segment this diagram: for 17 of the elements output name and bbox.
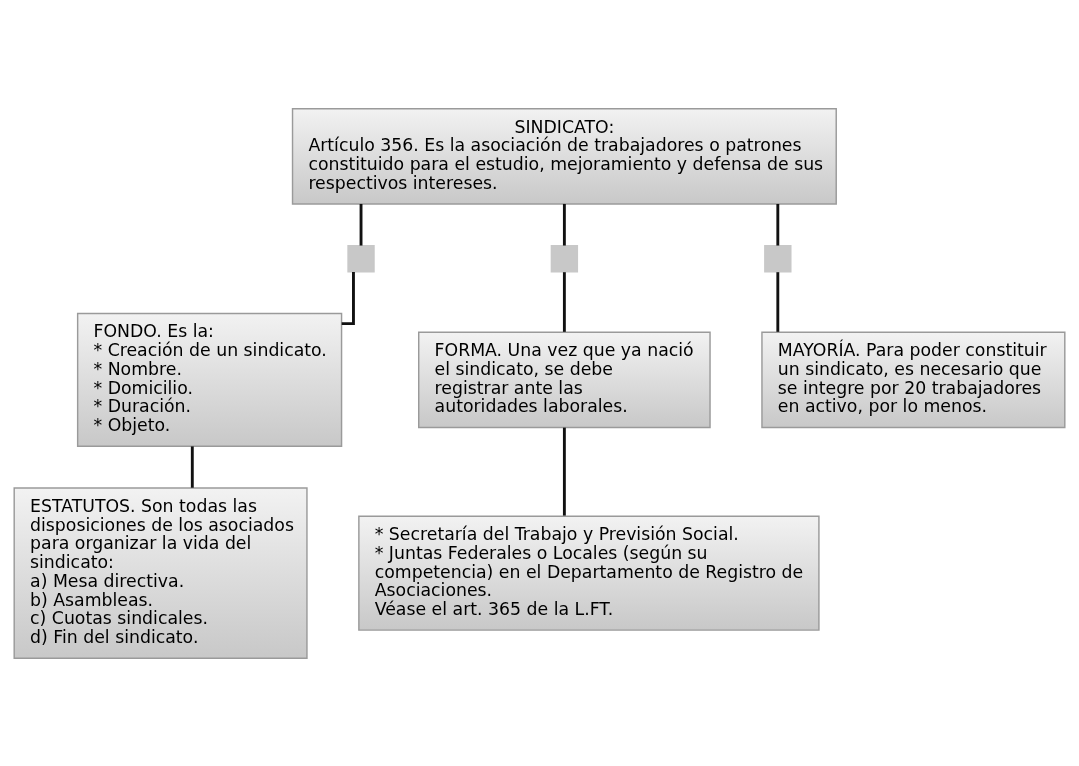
connector bbox=[776, 203, 780, 246]
node-box bbox=[347, 244, 375, 272]
connector bbox=[562, 427, 566, 516]
node-box: MAYORÍA. Para poder constituir un sindicato, es necesario que se integre por 20 trabajadores en activo, por lo menos. bbox=[761, 331, 1066, 428]
connector bbox=[562, 271, 566, 332]
node-box: SINDICATO: Artículo 356. Es la asociación de trabajadores o patrones constituido para el estudio, mejoramiento y defensa de sus respectivos intereses. bbox=[291, 107, 837, 205]
connector bbox=[341, 271, 355, 325]
node-box: ESTATUTOS. Son todas las disposiciones de los asociados para organizar la vida del sindicato: a) Mesa directiva. b) Asambleas. c) Cuotas sindicales. d) Fin del sindicato. bbox=[13, 486, 308, 659]
connector bbox=[190, 445, 194, 488]
node-box: FONDO. Es la: * Creación de un sindicato. * Nombre. * Domicilio. * Duración. * Objeto. bbox=[76, 312, 343, 447]
connector bbox=[359, 203, 363, 246]
node-box: * Secretaría del Trabajo y Previsión Social. * Juntas Federales o Locales (según su competencia) en el Departamento de Registro de Asociaciones. Véase el art. 365 de la L.FT. bbox=[358, 514, 820, 631]
node-box bbox=[764, 244, 792, 272]
node-box bbox=[550, 244, 579, 272]
connector bbox=[776, 271, 780, 332]
node-box: FORMA. Una vez que ya nació el sindicato, se debe registrar ante las autoridades laborales. bbox=[418, 331, 711, 428]
connector bbox=[562, 203, 566, 246]
